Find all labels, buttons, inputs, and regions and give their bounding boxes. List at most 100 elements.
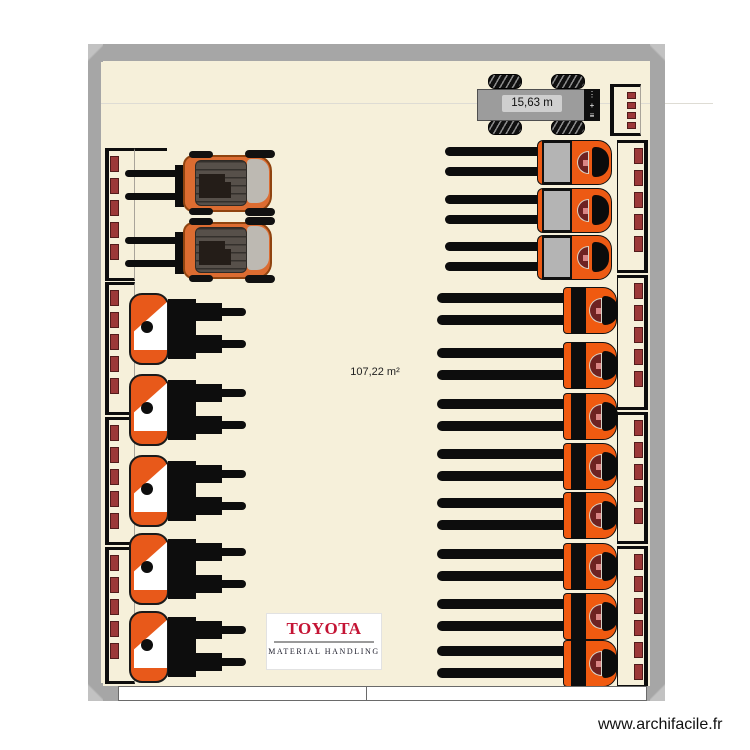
wall-corner-bevel (650, 683, 665, 701)
pallet-slot-marker (633, 554, 643, 570)
toyota-logo-title: TOYOTA (286, 619, 362, 638)
forklift-reach[interactable] (445, 140, 612, 185)
wheel (189, 218, 213, 225)
fork-left (445, 167, 540, 176)
fork-right (220, 340, 246, 348)
fork-left (437, 549, 567, 559)
forklift-pallet[interactable] (437, 593, 618, 640)
pallet-slot-marker (633, 148, 643, 164)
fork-left (445, 215, 540, 224)
move-icon[interactable]: + (589, 100, 595, 110)
wall-right[interactable] (650, 44, 665, 701)
fork-left (125, 237, 183, 244)
room-area-label: 107,22 m² (350, 366, 400, 378)
steering-knob (596, 513, 601, 519)
mast (571, 593, 586, 640)
fork-carriage (196, 575, 222, 593)
forklift-pallet[interactable] (437, 443, 618, 490)
dots-icon[interactable]: ⋮ (588, 90, 596, 99)
forklift-reach[interactable] (445, 235, 612, 280)
forklift-reach[interactable] (445, 188, 612, 233)
fork-left (445, 262, 540, 271)
archifacile-watermark-link[interactable]: www.archifacile.fr (598, 716, 723, 733)
pallet-slot-marker (110, 200, 119, 216)
rack-right-section[interactable] (617, 546, 648, 688)
wheel (245, 275, 275, 283)
forklift-pallet[interactable] (437, 342, 618, 389)
forklift-stacker[interactable] (129, 533, 247, 605)
door-opening[interactable] (118, 686, 368, 701)
fork-left (437, 599, 567, 609)
seat (219, 182, 231, 198)
pallet-slot-marker (627, 112, 636, 119)
wheel (189, 208, 213, 215)
fork-left (437, 315, 567, 325)
truck-wheel (488, 120, 522, 135)
pallet-slot-marker (110, 222, 119, 238)
forklift-pallet[interactable] (437, 393, 618, 440)
forklift-pallet[interactable] (437, 287, 618, 334)
forklift-counterbalance[interactable] (123, 217, 275, 283)
fork-left (437, 668, 567, 678)
rack-dock-section[interactable] (610, 84, 641, 136)
pallet-slot-marker (110, 178, 119, 194)
rack-right-section[interactable] (617, 412, 648, 544)
pallet-slot-marker (110, 447, 119, 463)
overhead-guard (247, 159, 269, 203)
fork-right (220, 421, 246, 429)
wall-left[interactable] (88, 44, 101, 701)
fork-left (445, 242, 540, 251)
forklift-stacker[interactable] (129, 293, 247, 365)
fork-left (445, 147, 540, 156)
pallet-slot-marker (110, 334, 119, 350)
selection-handle-bar[interactable]: ⋮+≡ (584, 89, 600, 121)
forklift-pallet[interactable] (437, 492, 618, 539)
forklift-counterbalance[interactable] (123, 150, 275, 216)
fork-left (437, 399, 567, 409)
forklift-stacker[interactable] (129, 611, 247, 683)
overhead-guard (247, 226, 269, 270)
rack-right-section[interactable] (617, 140, 648, 273)
steering-knob (583, 160, 588, 166)
forklift-stacker[interactable] (129, 374, 247, 446)
pallet-slot-marker (633, 642, 643, 658)
fork-carriage (196, 303, 222, 321)
pallet-slot-marker (110, 425, 119, 441)
wheel (245, 208, 275, 216)
pallet-slot-marker (633, 327, 643, 343)
wheel (245, 217, 275, 225)
steering-knob (596, 614, 601, 620)
pallet-slot-marker (633, 442, 643, 458)
rack-right-section[interactable] (617, 275, 648, 410)
steering-knob (596, 661, 601, 667)
truck[interactable]: ⋮+≡ (477, 73, 600, 136)
pallet-slot-marker (110, 469, 119, 485)
pallet-slot-marker (110, 356, 119, 372)
forklift-pallet[interactable] (437, 543, 618, 590)
steering-knob (596, 363, 601, 369)
door-opening[interactable] (366, 686, 647, 701)
pallet-slot-marker (633, 508, 643, 524)
pallet-slot-marker (110, 491, 119, 507)
pallet-slot-marker (633, 620, 643, 636)
pallet-slot-marker (633, 170, 643, 186)
pallet-slot-marker (633, 371, 643, 387)
forklift-pallet[interactable] (437, 640, 618, 687)
rack-left-section[interactable] (105, 417, 135, 545)
mast (571, 393, 586, 440)
pallet-slot-marker (110, 599, 119, 615)
toyota-logo[interactable]: TOYOTA MATERIAL HANDLING (266, 613, 382, 670)
fork-left (437, 370, 567, 380)
fork-carriage (196, 384, 222, 402)
menu-icon[interactable]: ≡ (589, 111, 595, 120)
steering-wheel-icon (141, 639, 153, 651)
rack-left-cap (135, 148, 167, 151)
steering-knob (596, 464, 601, 470)
toyota-logo-rule (274, 641, 374, 643)
fork-right (220, 626, 246, 634)
mast (168, 617, 196, 677)
forklift-stacker[interactable] (129, 455, 247, 527)
wall-top[interactable] (88, 44, 665, 61)
fork-right (220, 658, 246, 666)
